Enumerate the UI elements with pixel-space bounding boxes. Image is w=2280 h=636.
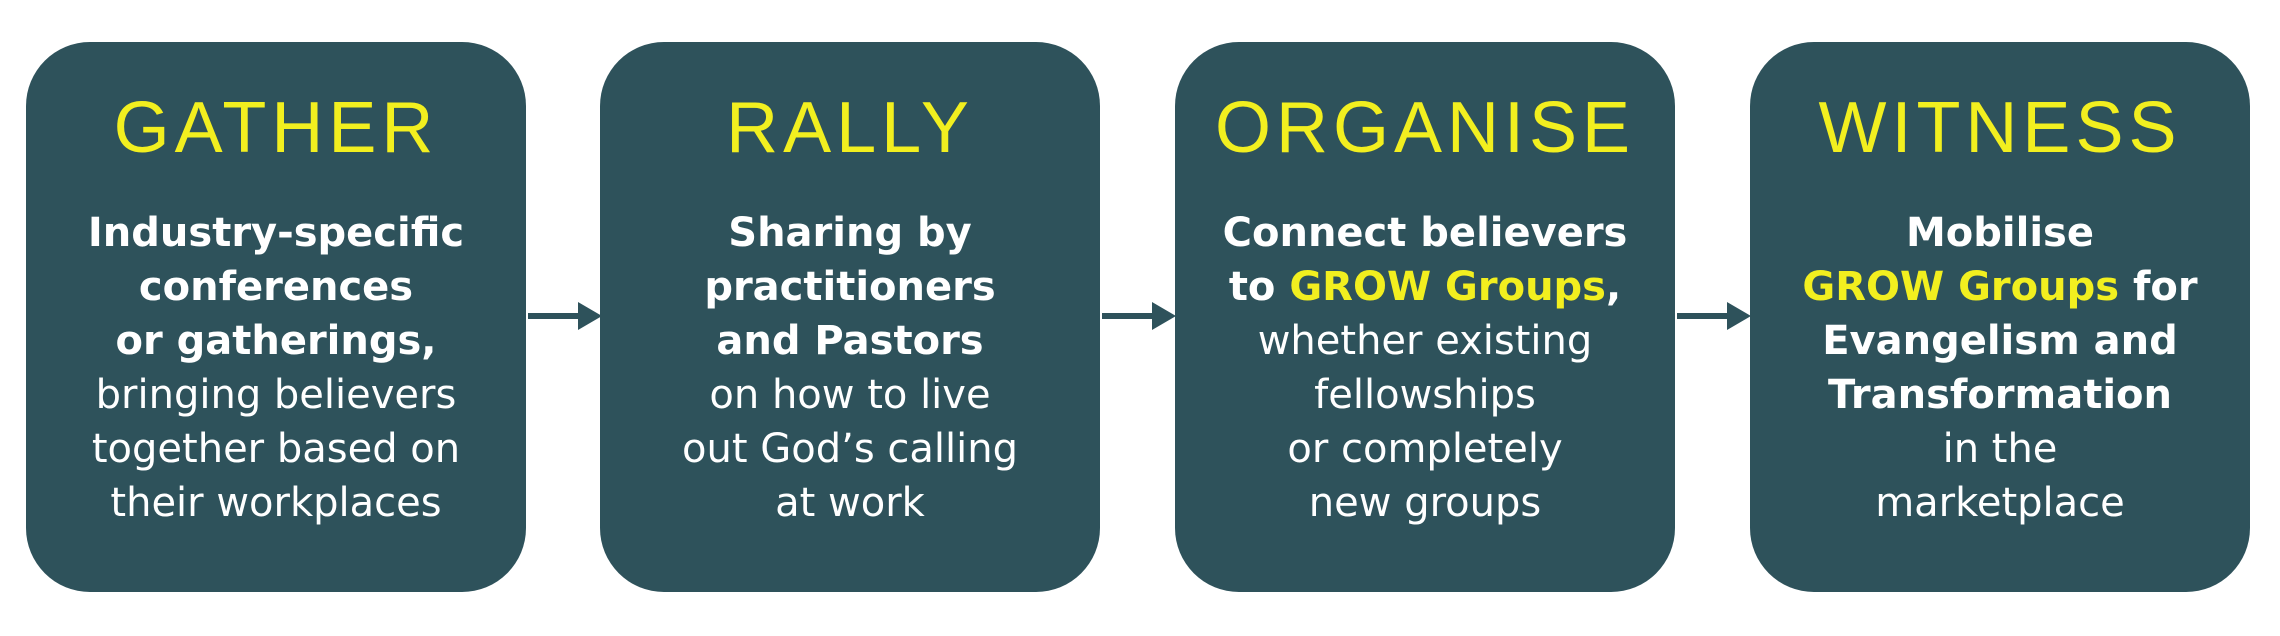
description-line: new groups xyxy=(1199,476,1651,530)
description-line: on how to live xyxy=(624,368,1076,422)
description-line: bringing believers xyxy=(50,368,502,422)
description-line: together based on xyxy=(50,422,502,476)
description-text: Connect believers xyxy=(1222,210,1628,256)
description-text: and Pastors xyxy=(716,318,984,364)
description-line: out God’s calling xyxy=(624,422,1076,476)
description-text: at work xyxy=(775,480,925,526)
description-text: or completely xyxy=(1287,426,1563,472)
step-title: WITNESS xyxy=(1818,88,2182,168)
description-text: bringing believers xyxy=(95,372,457,418)
highlight-text: GROW Groups xyxy=(1802,264,2120,310)
description-text: Transformation xyxy=(1828,372,2172,418)
description-line: Sharing by xyxy=(624,206,1076,260)
step-card-rally: RALLY Sharing by practitioners and Pastors… xyxy=(600,42,1100,592)
description-line: or gatherings, xyxy=(50,314,502,368)
description-line: fellowships xyxy=(1199,368,1651,422)
description-text: to xyxy=(1228,264,1290,310)
description-text: Mobilise xyxy=(1906,210,2094,256)
description-text: conferences xyxy=(138,264,414,310)
highlight-text: GROW Groups xyxy=(1289,264,1606,310)
description-text: whether existing xyxy=(1257,318,1593,364)
description-line: or completely xyxy=(1199,422,1651,476)
description-text: or gatherings, xyxy=(115,318,437,364)
arrow-right-icon xyxy=(1677,302,1751,330)
description-line: Transformation xyxy=(1774,368,2226,422)
step-title: RALLY xyxy=(726,88,974,168)
step-title: ORGANISE xyxy=(1214,88,1636,168)
description-line: practitioners xyxy=(624,260,1076,314)
description-line: Industry-specific xyxy=(50,206,502,260)
description-text: Industry-specific xyxy=(87,210,465,256)
description-text: Evangelism and xyxy=(1822,318,2178,364)
description-line: whether existing xyxy=(1199,314,1651,368)
step-card-gather: GATHER Industry-specific conferences or ga… xyxy=(26,42,526,592)
description-text: on how to live xyxy=(709,372,991,418)
description-text: practitioners xyxy=(704,264,996,310)
description-line: at work xyxy=(624,476,1076,530)
arrow-right-icon xyxy=(1102,302,1176,330)
description-line: to GROW Groups, xyxy=(1199,260,1651,314)
description-line: Connect believers xyxy=(1199,206,1651,260)
description-text: their workplaces xyxy=(110,480,442,526)
description-line: Evangelism and xyxy=(1774,314,2226,368)
description-text: in the xyxy=(1942,426,2058,472)
description-text: marketplace xyxy=(1875,480,2125,526)
step-title: GATHER xyxy=(113,88,439,168)
description-line: and Pastors xyxy=(624,314,1076,368)
step-description: Sharing by practitioners and Pastors on how… xyxy=(624,206,1076,530)
description-line: their workplaces xyxy=(50,476,502,530)
description-line: in the xyxy=(1774,422,2226,476)
description-line: Mobilise xyxy=(1774,206,2226,260)
description-text: together based on xyxy=(91,426,461,472)
step-description: Industry-specific conferences or gathering… xyxy=(50,206,502,530)
description-text: , xyxy=(1605,264,1622,310)
description-text: out God’s calling xyxy=(682,426,1018,472)
description-line: marketplace xyxy=(1774,476,2226,530)
description-line: GROW Groups for xyxy=(1774,260,2226,314)
description-text: Sharing by xyxy=(728,210,972,256)
description-text: for xyxy=(2119,264,2198,310)
arrow-right-icon xyxy=(528,302,602,330)
description-text: fellowships xyxy=(1314,372,1536,418)
description-line: conferences xyxy=(50,260,502,314)
description-text: new groups xyxy=(1308,480,1542,526)
